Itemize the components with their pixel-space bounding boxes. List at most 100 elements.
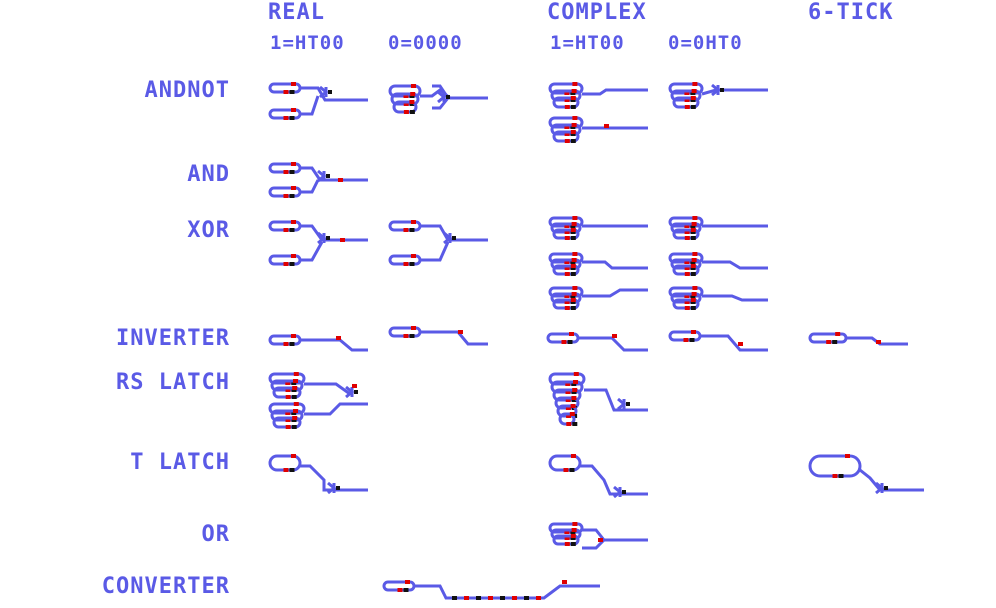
electron-head	[405, 580, 410, 584]
electron-head	[409, 100, 415, 104]
electron-head	[411, 84, 416, 88]
electron-head	[571, 89, 577, 93]
electron-head	[291, 334, 296, 338]
electron-head	[835, 332, 841, 336]
electron-head	[285, 388, 291, 392]
row-label-t-latch: T LATCH	[130, 450, 230, 475]
row-label-or: OR	[201, 522, 230, 547]
electron	[562, 580, 567, 584]
electron-tail	[690, 105, 696, 109]
electron-head	[285, 381, 291, 385]
wire	[702, 260, 768, 270]
electron-head	[691, 89, 697, 93]
electron-head	[571, 396, 577, 400]
wire	[859, 468, 924, 492]
xor-real-0-circuit	[388, 220, 488, 266]
electron-head	[684, 236, 690, 240]
electron-tail	[832, 340, 838, 344]
electron-head	[684, 294, 690, 298]
electron-head	[564, 105, 570, 109]
xor-real-1-circuit	[268, 220, 368, 266]
electron-head	[684, 272, 690, 276]
header-real-zero-encoding: 0=0000	[388, 32, 463, 54]
inverter-real-1-circuit	[268, 334, 368, 352]
wire	[700, 334, 768, 352]
gate-cell	[326, 236, 330, 240]
gate-cell	[452, 236, 456, 240]
electron-head	[566, 422, 572, 426]
electron-head	[572, 286, 578, 290]
inverter-real-0-circuit	[388, 326, 488, 346]
electron-head	[571, 222, 577, 226]
electron-head	[403, 334, 409, 338]
electron-head	[291, 254, 296, 258]
electron-head	[572, 82, 578, 86]
electron-tail	[409, 228, 415, 232]
electron-head	[291, 82, 296, 86]
wire	[420, 241, 450, 262]
electron-head	[570, 404, 576, 408]
row-label-converter: CONVERTER	[101, 574, 230, 599]
electron-head	[411, 254, 416, 258]
electron-head	[564, 139, 570, 143]
electron-head	[292, 386, 298, 390]
electron-head	[285, 418, 291, 422]
electron-head	[564, 260, 570, 264]
electron-head	[691, 292, 697, 296]
header-complex: COMPLEX	[547, 0, 647, 25]
electron-head	[571, 454, 576, 458]
electron-tail	[572, 422, 578, 426]
electron	[338, 178, 343, 182]
electron-head	[564, 230, 570, 234]
electron-tail	[567, 340, 573, 344]
wire	[702, 294, 768, 302]
inverter-complex-1-circuit	[546, 332, 648, 352]
electron-head	[283, 468, 289, 472]
electron-tail	[838, 474, 844, 478]
electron-head	[291, 220, 296, 224]
gate-cell	[336, 486, 340, 490]
electron-head	[692, 252, 698, 256]
electron-tail	[289, 90, 295, 94]
electron-head	[564, 125, 570, 129]
wire	[304, 382, 351, 396]
electron-head	[564, 306, 570, 310]
gate-cell	[446, 95, 450, 99]
electron	[458, 330, 463, 334]
electron	[340, 238, 345, 242]
electron	[738, 342, 743, 346]
electron-head	[692, 216, 698, 220]
electron-head	[411, 220, 416, 224]
gate-cell	[626, 402, 630, 406]
electron-head	[690, 298, 696, 302]
electron-head	[564, 272, 570, 276]
electron-head	[691, 258, 697, 262]
electron-head	[293, 409, 298, 413]
electron	[536, 596, 541, 600]
electron-head	[564, 266, 570, 270]
t-latch-real-circuit	[268, 454, 368, 495]
electron-tail	[291, 395, 297, 399]
rs-latch-real-circuit	[268, 372, 368, 429]
electron-tail	[289, 228, 295, 232]
electron-head	[283, 170, 289, 174]
row-label-xor: XOR	[187, 218, 230, 243]
electron-tail	[289, 468, 295, 472]
row-label-inverter: INVERTER	[116, 326, 230, 351]
electron-head	[691, 222, 697, 226]
electron-tail	[690, 236, 696, 240]
electron-tail	[570, 542, 576, 546]
electron-tail	[570, 105, 576, 109]
wire	[414, 584, 600, 600]
wire	[582, 528, 648, 542]
wire	[300, 241, 324, 262]
electron-head	[285, 425, 291, 429]
electron-head	[410, 92, 416, 96]
electron-head	[291, 186, 296, 190]
wire	[582, 260, 648, 270]
electron-head	[684, 224, 690, 228]
electron-head	[564, 542, 570, 546]
electron-head	[565, 398, 571, 402]
andnot-complex-1-circuit	[548, 82, 648, 143]
